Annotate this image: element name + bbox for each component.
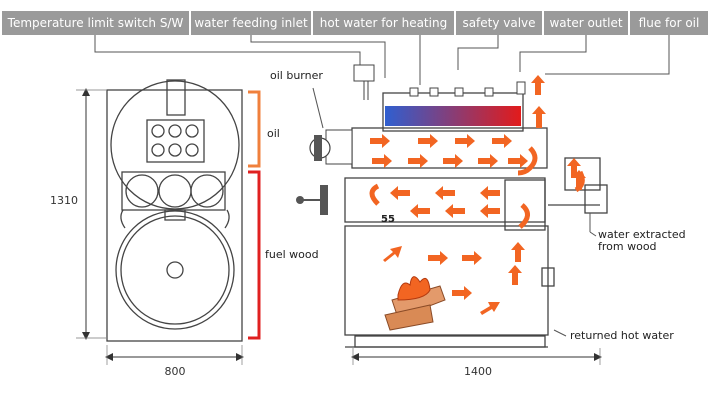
front-width-value: 800 [165, 365, 186, 378]
fire-logs [384, 276, 446, 331]
front-top-drum [110, 80, 240, 210]
tab-label: safety valve [462, 16, 535, 30]
dimension-height: 1310 [50, 88, 106, 340]
tab-label: water feeding inlet [194, 16, 308, 30]
front-flue [166, 79, 186, 116]
wood-door-handle [296, 185, 328, 215]
front-bottom-drum [115, 210, 235, 330]
tab-water-feeding-inlet: water feeding inlet [191, 11, 311, 35]
side-width-value: 1400 [464, 365, 492, 378]
bracket-oil: oil [248, 90, 280, 168]
dimension-side-width: 1400 [351, 348, 602, 378]
leader-flue [545, 35, 670, 75]
returned-hot-water-label: returned hot water [570, 329, 674, 342]
front-center-port [166, 261, 184, 279]
header-tabs: Temperature limit switch S/W water feedi… [2, 11, 708, 35]
return-bends [369, 146, 585, 229]
tab-label: water outlet [549, 16, 622, 30]
water-header-fill [385, 106, 521, 126]
oil-burner-label: oil burner [270, 69, 323, 82]
temperature-switch [353, 64, 375, 100]
tab-water-outlet: water outlet [544, 11, 628, 35]
flow-arrows [370, 75, 586, 315]
water-header-frame [382, 92, 524, 132]
front-outline [106, 89, 243, 342]
leader-temperature-switch [94, 35, 361, 68]
leader-water-outlet [519, 35, 587, 72]
leader-water-feeding [250, 35, 386, 78]
water-extracted-line-2: from wood [598, 240, 657, 253]
oil-burner: oil burner [270, 69, 353, 165]
front-view [106, 79, 243, 342]
water-extracted-line-1: water extracted [598, 228, 686, 241]
tab-flue-for-oil: flue for oil [630, 11, 708, 35]
oil-flue-box [564, 157, 601, 191]
part-55-label: 55 [381, 214, 395, 225]
returned-hot-water-callout: returned hot water [553, 329, 674, 342]
wood-section [344, 225, 549, 336]
fuel-wood-label: fuel wood [265, 248, 319, 261]
front-ports-band [121, 171, 226, 211]
bracket-fuel-wood: fuel wood [248, 170, 319, 340]
tab-temperature-limit-switch: Temperature limit switch S/W [2, 11, 189, 35]
header-nozzles [409, 81, 526, 97]
tab-hot-water-for-heating: hot water for heating [313, 11, 454, 35]
leader-lines [94, 35, 670, 85]
oil-label: oil [267, 127, 280, 140]
tab-safety-valve: safety valve [456, 11, 542, 35]
tab-label: hot water for heating [320, 16, 447, 30]
tab-label: flue for oil [639, 16, 700, 30]
tab-label: Temperature limit switch S/W [7, 16, 184, 30]
water-extracted-callout: water extracted from wood [589, 213, 686, 253]
dimension-front-width: 800 [105, 345, 244, 378]
side-view [344, 92, 608, 348]
leader-safety-valve [457, 35, 499, 70]
height-value: 1310 [50, 194, 78, 207]
